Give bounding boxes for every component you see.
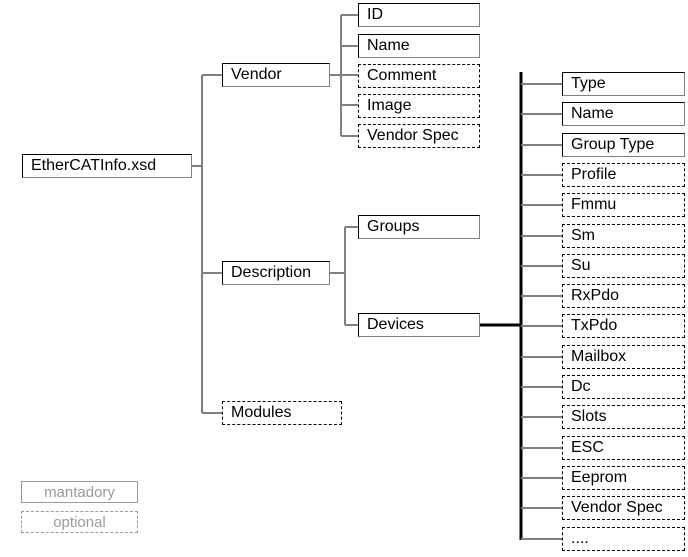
node-label: Comment — [367, 67, 437, 84]
node-device-txpdo[interactable]: TxPdo — [562, 314, 685, 338]
node-label: Eeprom — [571, 469, 628, 486]
node-description[interactable]: Description — [222, 261, 330, 285]
node-device-name[interactable]: Name — [562, 102, 685, 126]
node-label: Group Type — [571, 136, 655, 153]
node-vendor-image[interactable]: Image — [358, 94, 480, 118]
node-device-esc[interactable]: ESC — [562, 436, 685, 460]
node-label: Description — [231, 264, 312, 281]
node-label: Vendor Spec — [367, 127, 459, 144]
node-device-slots[interactable]: Slots — [562, 405, 685, 429]
node-label: Type — [571, 75, 606, 92]
node-modules[interactable]: Modules — [222, 401, 342, 425]
node-device-mailbox[interactable]: Mailbox — [562, 345, 685, 369]
node-label: Slots — [571, 408, 607, 425]
node-label: Sm — [571, 227, 595, 244]
node-label: Vendor — [231, 66, 282, 83]
legend-label: optional — [53, 513, 106, 531]
node-device-eeprom[interactable]: Eeprom — [562, 466, 685, 490]
node-label: RxPdo — [571, 287, 620, 304]
node-label: Modules — [231, 404, 292, 421]
node-label: Name — [367, 37, 410, 54]
node-label: Fmmu — [571, 196, 617, 213]
node-label: EtherCATInfo.xsd — [31, 157, 157, 174]
node-device-su[interactable]: Su — [562, 254, 685, 278]
node-groups[interactable]: Groups — [358, 215, 480, 239]
legend-mandatory: mantadory — [21, 481, 138, 503]
node-label: Groups — [367, 218, 420, 235]
node-device-type[interactable]: Type — [562, 72, 685, 96]
node-vendor-comment[interactable]: Comment — [358, 64, 480, 88]
node-label: Profile — [571, 166, 617, 183]
node-label: Image — [367, 97, 412, 114]
node-device-rxpdo[interactable]: RxPdo — [562, 284, 685, 308]
node-device-fmmu[interactable]: Fmmu — [562, 193, 685, 217]
node-device-ellipsis[interactable]: .... — [562, 527, 685, 551]
node-label: .... — [571, 530, 589, 547]
node-device-vendor-spec[interactable]: Vendor Spec — [562, 496, 685, 520]
node-device-group-type[interactable]: Group Type — [562, 133, 685, 157]
node-root-ethercatinfo-xsd[interactable]: EtherCATInfo.xsd — [22, 154, 192, 178]
node-vendor-name[interactable]: Name — [358, 34, 480, 58]
node-label: Su — [571, 257, 591, 274]
node-devices[interactable]: Devices — [358, 313, 480, 337]
legend-optional: optional — [21, 511, 138, 533]
legend-label: mantadory — [44, 483, 115, 501]
node-label: Name — [571, 105, 614, 122]
node-device-profile[interactable]: Profile — [562, 163, 685, 187]
node-vendor-vendor-spec[interactable]: Vendor Spec — [358, 124, 480, 148]
node-label: Devices — [367, 316, 424, 333]
node-label: ESC — [571, 439, 604, 456]
node-vendor[interactable]: Vendor — [222, 63, 330, 87]
node-label: Dc — [571, 378, 591, 395]
node-label: Vendor Spec — [571, 499, 663, 516]
node-vendor-id[interactable]: ID — [358, 3, 480, 27]
node-label: TxPdo — [571, 317, 618, 334]
node-device-sm[interactable]: Sm — [562, 224, 685, 248]
node-label: Mailbox — [571, 348, 627, 365]
node-device-dc[interactable]: Dc — [562, 375, 685, 399]
node-label: ID — [367, 6, 383, 23]
